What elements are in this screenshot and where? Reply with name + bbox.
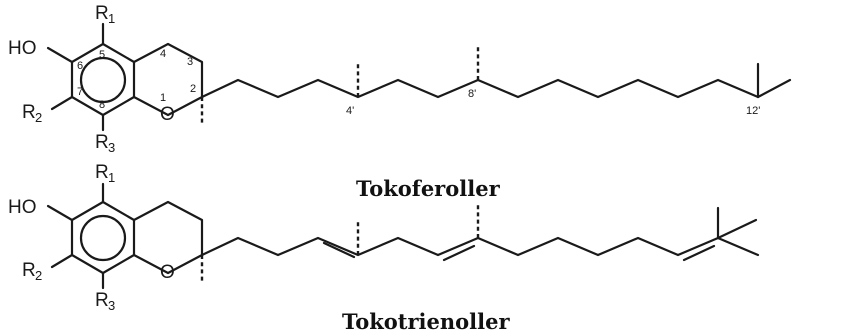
r2-bond-top [50, 95, 74, 111]
svg-text:3: 3 [108, 140, 115, 155]
terminal-branch-top [756, 78, 792, 99]
chain-number-12prime: 12' [746, 105, 760, 117]
ring-number-3: 3 [187, 56, 193, 68]
ho-bond-top [46, 46, 74, 64]
r2-bond-bottom [50, 253, 74, 269]
svg-text:R: R [95, 162, 109, 183]
hydroxyl-label-bottom: HO [8, 197, 37, 218]
svg-text:R: R [22, 102, 36, 123]
ring-number-6: 6 [77, 60, 83, 72]
svg-text:R: R [22, 260, 36, 281]
r1-label-top: R 1 [95, 3, 115, 26]
isoprenoid-chain-bottom [200, 236, 760, 257]
terminal-branch-bottom [716, 218, 758, 240]
svg-text:R: R [95, 3, 109, 24]
ho-bond-bottom [46, 204, 74, 222]
tocopherol-structure: HO O R 1 R 2 R 3 1 2 3 4 5 6 7 8 4' 8' 1… [8, 3, 792, 201]
ring-oxygen-label-bottom: O [160, 262, 175, 283]
hydroxyl-label-top: HO [8, 38, 37, 59]
svg-text:2: 2 [35, 110, 42, 125]
svg-text:R: R [95, 132, 109, 153]
tocotrienol-title: Tokotrienoller [342, 309, 510, 334]
svg-text:3: 3 [108, 298, 115, 313]
ring-number-5: 5 [99, 49, 105, 61]
svg-text:1: 1 [108, 11, 115, 26]
ring-number-2: 2 [190, 83, 196, 95]
r1-label-bottom: R 1 [95, 162, 115, 185]
double-bond-3 [682, 244, 716, 262]
r3-label-bottom: R 3 [95, 290, 115, 313]
svg-text:1: 1 [108, 170, 115, 185]
svg-text:R: R [95, 290, 109, 311]
tocopherol-title: Tokoferoller [356, 176, 501, 201]
r3-label-top: R 3 [95, 132, 115, 155]
r2-label-top: R 2 [22, 102, 42, 125]
phytyl-chain-top [200, 78, 760, 99]
ring-number-7: 7 [77, 86, 83, 98]
ring-number-8: 8 [99, 99, 105, 111]
ring-number-1: 1 [160, 92, 166, 104]
double-bond-1 [322, 241, 356, 259]
ring-oxygen-label-top: O [160, 104, 175, 125]
chain-number-4prime: 4' [346, 105, 354, 117]
aromatic-circle-bottom [79, 214, 127, 262]
ring-number-4: 4 [160, 48, 166, 60]
r2-label-bottom: R 2 [22, 260, 42, 283]
chain-number-8prime: 8' [468, 88, 476, 100]
aromatic-circle-top [79, 56, 127, 104]
tocotrienol-structure: HO O R 1 R 2 R 3 Tokotrienoller [8, 162, 760, 334]
svg-text:2: 2 [35, 268, 42, 283]
double-bond-2 [442, 244, 476, 262]
chroman-ring-top [132, 42, 204, 117]
chroman-ring-bottom [132, 200, 204, 275]
